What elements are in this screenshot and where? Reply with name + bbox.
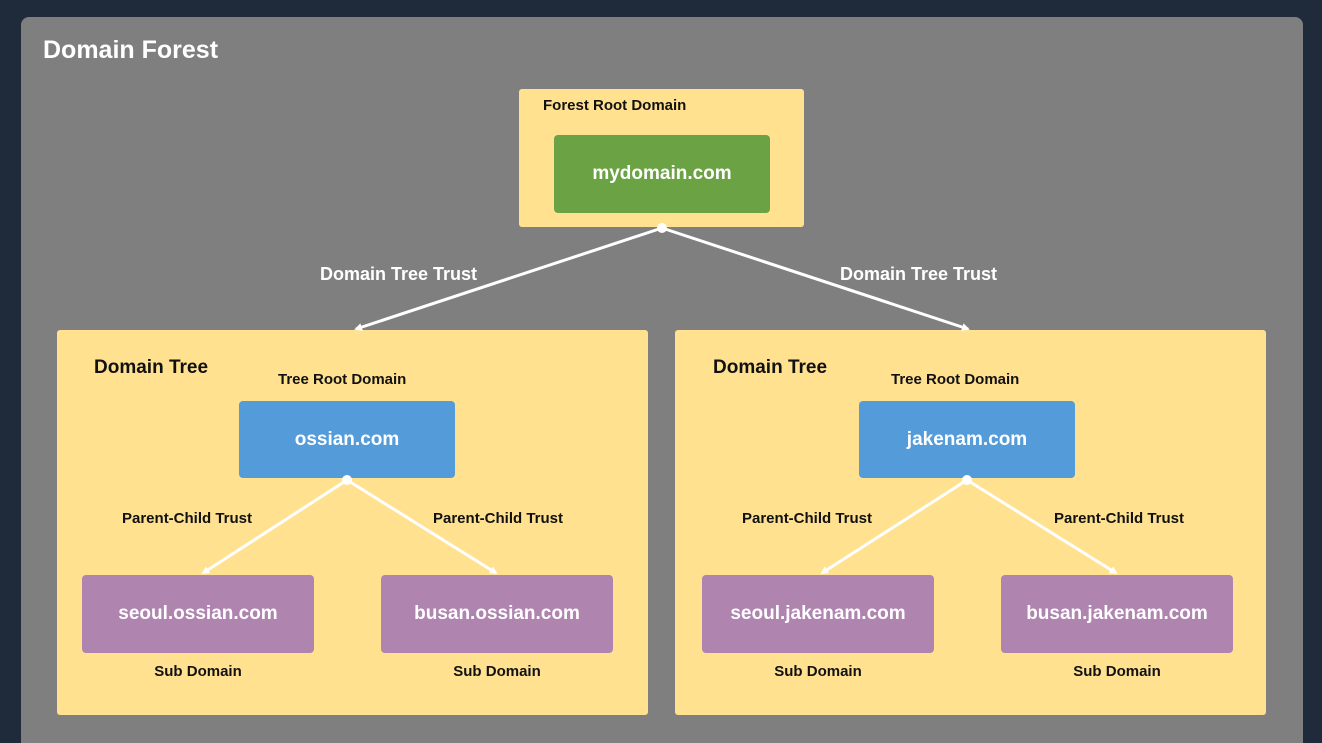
parent-child-arrow-right-a <box>820 478 968 575</box>
tree-root-left-caption: Tree Root Domain <box>278 371 407 388</box>
domain-tree-trust-arrow-right <box>661 226 970 331</box>
tree-root-left-node: ossian.com <box>239 401 455 478</box>
parent-child-trust-left-b: Parent-Child Trust <box>433 510 564 527</box>
domain-tree-trust-label-right: Domain Tree Trust <box>840 264 998 284</box>
parent-child-arrow-left-a <box>201 478 348 575</box>
tree-root-right-anchor-dot <box>962 475 972 485</box>
domain-tree-trust-label-left: Domain Tree Trust <box>320 264 478 284</box>
sub-domain-node: busan.ossian.com <box>381 575 613 653</box>
tree-root-right-caption: Tree Root Domain <box>891 371 1020 388</box>
sub-domain-node: busan.jakenam.com <box>1001 575 1233 653</box>
forest-root-anchor-dot <box>657 223 667 233</box>
diagram-title: Domain Forest <box>43 36 219 64</box>
parent-child-trust-right-a: Parent-Child Trust <box>742 510 873 527</box>
domain-tree-left-caption: Domain Tree <box>94 357 209 378</box>
tree-root-right-node: jakenam.com <box>859 401 1075 478</box>
domain-tree-right-caption: Domain Tree <box>713 357 828 378</box>
sub-domain-node: seoul.jakenam.com <box>702 575 934 653</box>
sub-domain-caption: Sub Domain <box>154 663 242 680</box>
domain-tree-trust-arrow-left <box>354 226 663 331</box>
forest-root-caption: Forest Root Domain <box>543 97 687 114</box>
forest-root-node: mydomain.com <box>554 135 770 213</box>
tree-root-left-anchor-dot <box>342 475 352 485</box>
sub-domain-caption: Sub Domain <box>774 663 862 680</box>
sub-domain-caption: Sub Domain <box>1073 663 1161 680</box>
parent-child-arrow-right-b <box>966 478 1118 575</box>
sub-domain-caption: Sub Domain <box>453 663 541 680</box>
parent-child-trust-left-a: Parent-Child Trust <box>122 510 253 527</box>
sub-domain-node: seoul.ossian.com <box>82 575 314 653</box>
parent-child-arrow-left-b <box>346 478 498 575</box>
parent-child-trust-right-b: Parent-Child Trust <box>1054 510 1185 527</box>
